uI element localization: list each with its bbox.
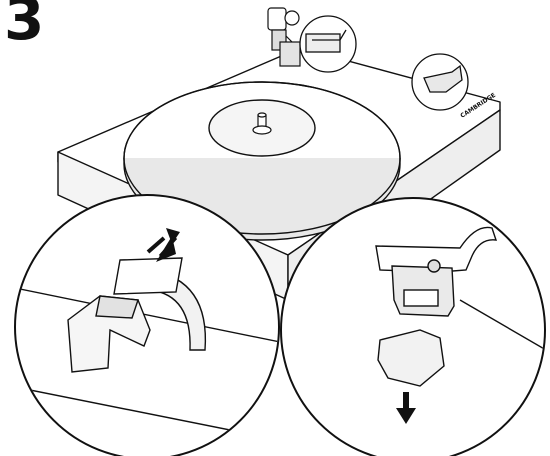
arrow-down-icon [396, 392, 416, 424]
arrow-up-icon [146, 228, 180, 262]
detail-lift-guard [14, 194, 280, 456]
detail-remove-guard [280, 197, 546, 456]
headshell-callout [299, 15, 357, 73]
stylus-callout [411, 53, 469, 111]
spindle [252, 112, 272, 135]
step-number: 3 [4, 0, 45, 53]
tonearm [267, 7, 307, 67]
